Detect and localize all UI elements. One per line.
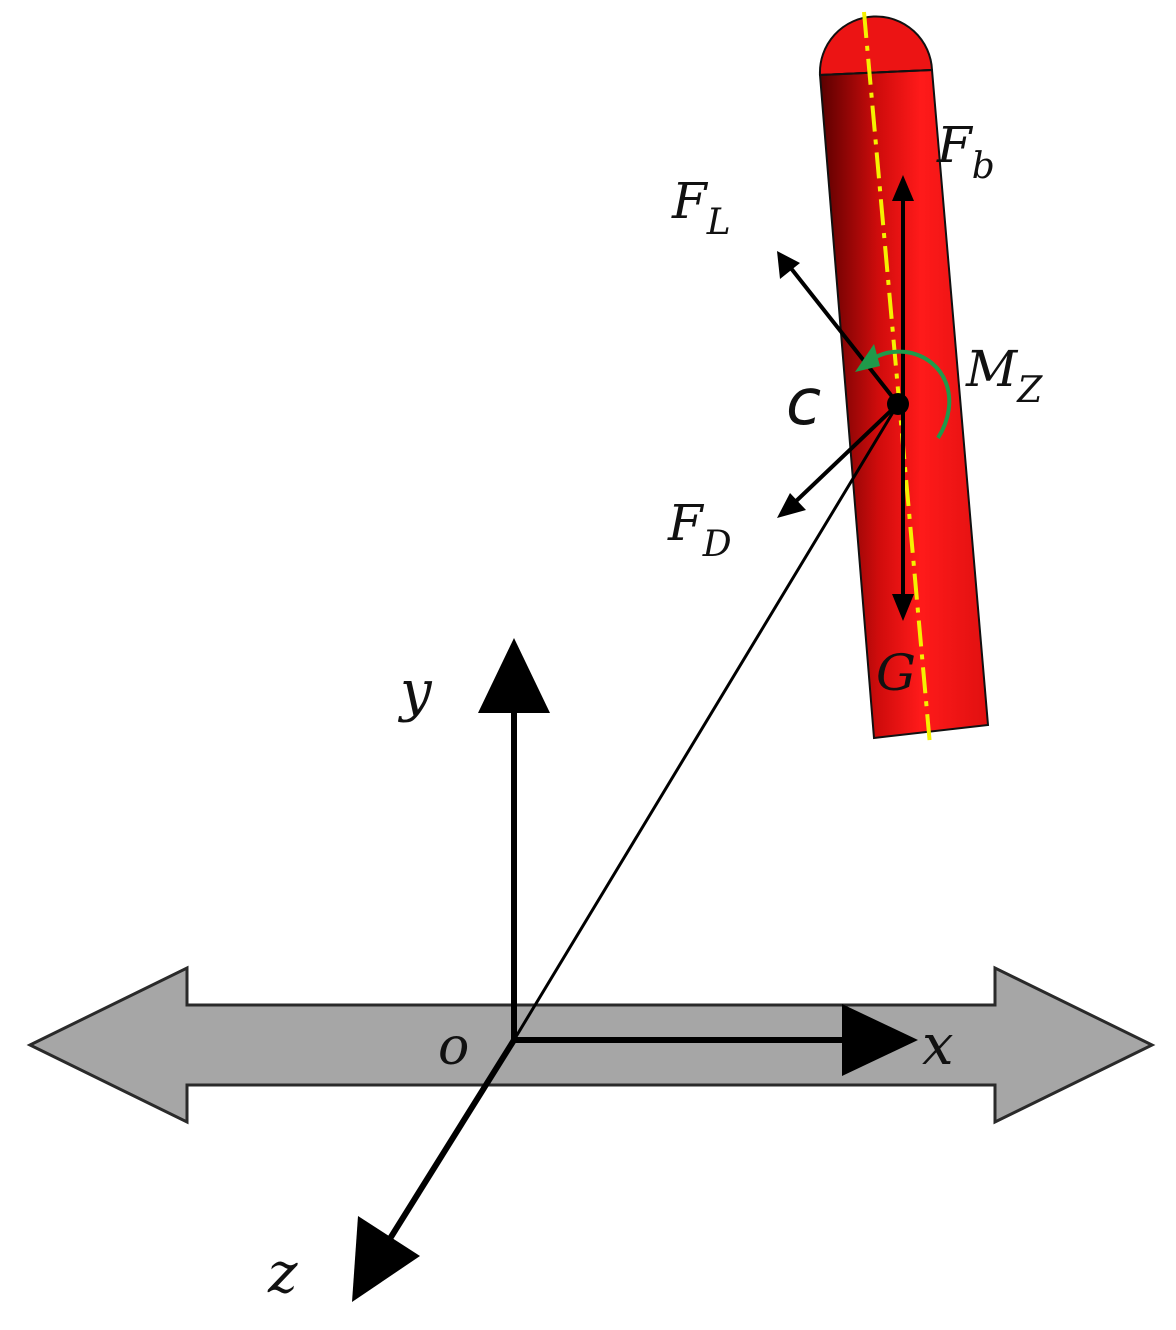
gravity-arrowhead <box>892 594 914 621</box>
z-axis-arrowhead <box>352 1216 420 1302</box>
lift-label: FL <box>671 172 731 243</box>
drag-label: FD <box>667 494 732 565</box>
gravity-label: G <box>876 644 916 702</box>
drag-arrow-line <box>790 402 900 507</box>
origin-label: o <box>438 1017 469 1077</box>
y-axis-label: y <box>397 659 433 724</box>
moment-label: MZ <box>965 340 1043 411</box>
buoyancy-arrowhead <box>892 175 914 201</box>
x-axis-arrowhead <box>842 1004 918 1076</box>
ground-double-arrow <box>26 965 1156 1125</box>
position-vector <box>512 403 900 1041</box>
lift-arrow-line <box>788 265 900 406</box>
buoyancy-label: Fb <box>936 116 995 187</box>
drag-arrowhead <box>777 493 806 518</box>
body-centerline <box>862 11 932 746</box>
y-axis-arrowhead <box>478 638 550 713</box>
centroid-point <box>887 393 909 415</box>
lift-arrowhead <box>777 251 800 279</box>
cylinder-cap <box>818 15 934 77</box>
moment-arrowhead <box>855 344 880 372</box>
centroid-label: c <box>786 366 821 440</box>
cylinder-cap-seam <box>819 69 933 76</box>
z-axis-line <box>383 1038 517 1247</box>
x-axis-label: x <box>922 1013 954 1078</box>
z-axis-label: z <box>267 1241 298 1306</box>
